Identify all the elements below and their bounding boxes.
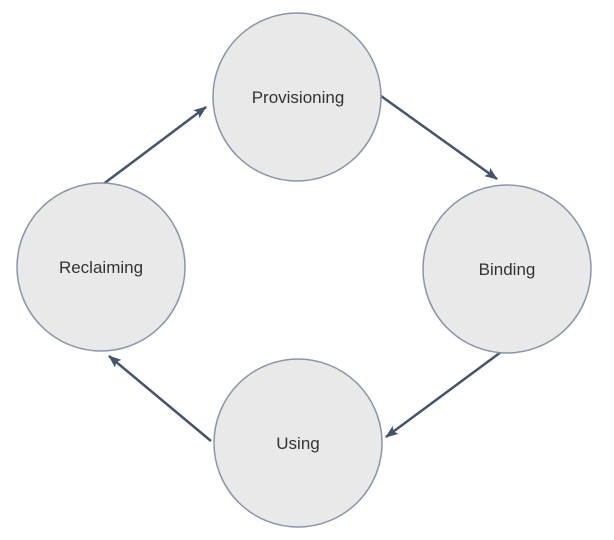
node-using: Using (213, 358, 383, 528)
edge-provisioning-to-binding (380, 94, 498, 181)
node-binding: Binding (422, 184, 592, 354)
node-label-binding: Binding (479, 260, 536, 279)
edge-binding-to-using (385, 350, 502, 439)
edge-line-using-reclaiming (108, 355, 212, 442)
node-reclaiming: Reclaiming (16, 182, 186, 352)
node-label-provisioning: Provisioning (252, 88, 345, 107)
node-label-using: Using (276, 434, 319, 453)
node-circle-using (213, 358, 383, 528)
edge-using-to-reclaiming (108, 355, 212, 442)
edge-line-provisioning-binding (380, 94, 498, 181)
edge-reclaiming-to-provisioning (101, 106, 207, 186)
node-provisioning: Provisioning (212, 12, 382, 182)
edge-line-binding-using (385, 350, 502, 439)
node-circle-binding (422, 184, 592, 354)
node-circle-provisioning (212, 12, 382, 182)
edge-line-reclaiming-provisioning (101, 106, 207, 186)
node-label-reclaiming: Reclaiming (59, 258, 143, 277)
node-circle-reclaiming (16, 182, 186, 352)
